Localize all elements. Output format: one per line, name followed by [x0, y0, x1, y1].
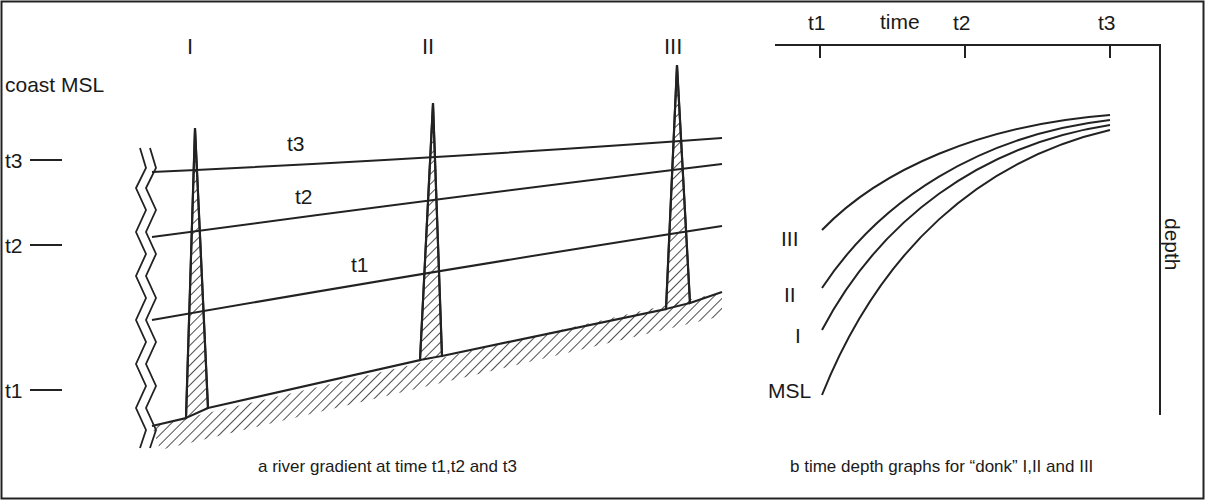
caption: a river gradient at time t1,t2 and t3 [258, 458, 517, 475]
curve-label: I [795, 325, 801, 346]
roman-numeral: II [422, 36, 434, 58]
time-label: t1 [5, 380, 23, 401]
curve-label: MSL [768, 380, 811, 401]
time-label: t3 [284, 133, 308, 154]
coast-break [136, 148, 156, 448]
time-label: t2 [5, 235, 23, 256]
depth-curves [822, 115, 1110, 395]
axis-title: depth [1162, 218, 1183, 271]
tick-marks [30, 160, 62, 390]
curve-label: II [784, 284, 796, 305]
riverbed [152, 65, 722, 426]
roman-numeral: III [664, 36, 682, 58]
time-label: t1 [348, 254, 372, 275]
caption: b time depth graphs for “donk” I,II and … [790, 458, 1093, 475]
curve-label: III [781, 228, 799, 249]
donk-spikes [186, 65, 690, 418]
tick-label: t2 [953, 12, 971, 33]
axis-title: time [880, 11, 920, 32]
tick-label: t1 [808, 12, 826, 33]
time-label: t3 [5, 150, 23, 171]
water-levels [152, 138, 722, 320]
graph-axes [775, 45, 1160, 415]
tick-label: t3 [1098, 12, 1116, 33]
coast-label: coast MSL [5, 74, 104, 95]
time-label: t2 [292, 186, 316, 207]
roman-numeral: I [187, 36, 193, 58]
